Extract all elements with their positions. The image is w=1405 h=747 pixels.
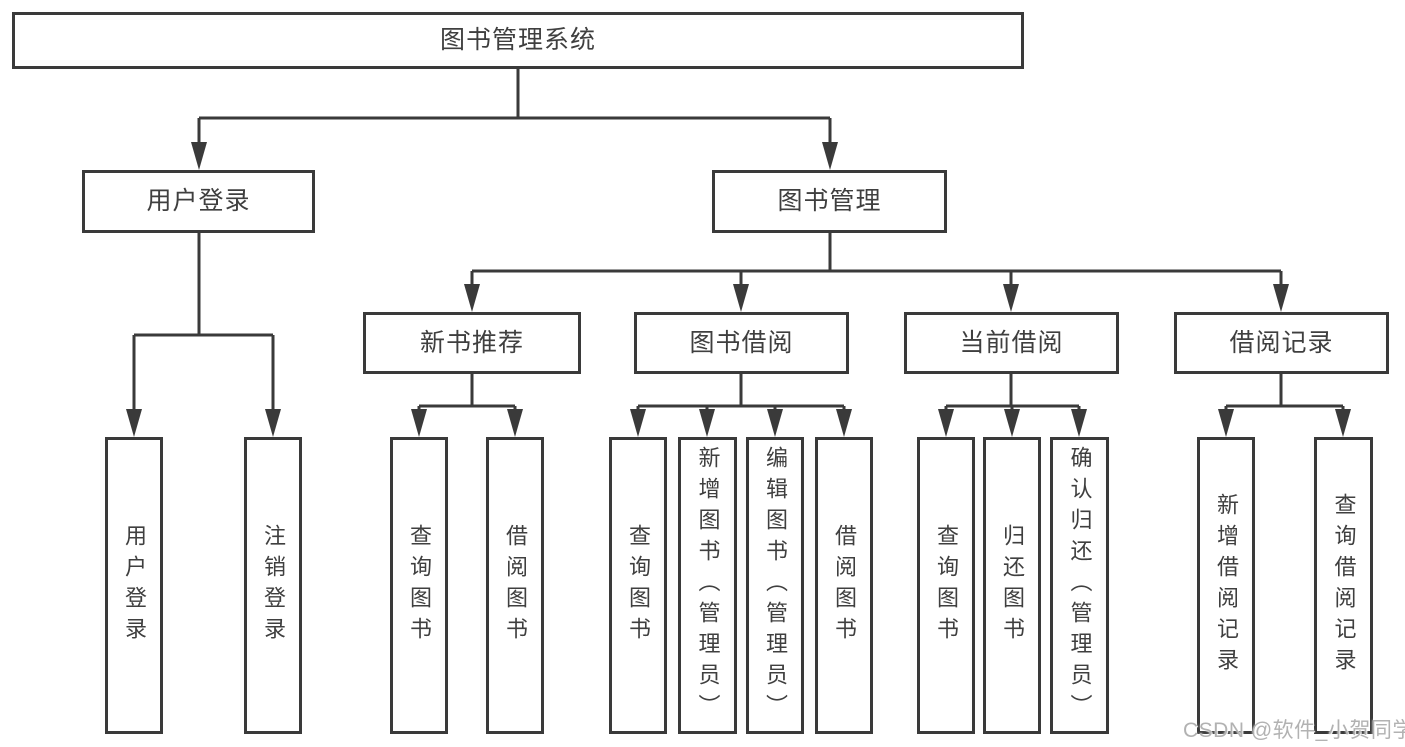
- arrowhead: [1273, 284, 1289, 312]
- arrowhead: [836, 409, 852, 437]
- arrowhead: [1004, 409, 1020, 437]
- connector-book-management-children: [464, 233, 1289, 312]
- leaf-logout: 注销登录: [244, 437, 302, 734]
- arrowhead: [938, 409, 954, 437]
- connector-root-to-level2: [191, 69, 838, 170]
- node-borrow-records: 借阅记录: [1174, 312, 1389, 374]
- connector-borrow-records-children: [1218, 374, 1351, 437]
- leaf-records-query-record: 查询借阅记录: [1314, 437, 1373, 734]
- leaf-records-add-record: 新增借阅记录: [1197, 437, 1255, 734]
- leaf-borrow-edit-book-admin: 编辑图书（管理员）: [746, 437, 804, 734]
- arrowhead: [733, 284, 749, 312]
- node-new-book-recommend: 新书推荐: [363, 312, 581, 374]
- leaf-newbook-borrow-book: 借阅图书: [486, 437, 544, 734]
- arrowhead: [1071, 409, 1087, 437]
- leaf-newbook-query-book: 查询图书: [390, 437, 448, 734]
- arrowhead: [1335, 409, 1351, 437]
- node-book-management: 图书管理: [712, 170, 947, 233]
- leaf-current-return-book: 归还图书: [983, 437, 1041, 734]
- arrowhead: [767, 409, 783, 437]
- arrowhead: [126, 409, 142, 437]
- leaf-borrow-borrow-book: 借阅图书: [815, 437, 873, 734]
- arrowhead: [464, 284, 480, 312]
- leaf-borrow-query-book: 查询图书: [609, 437, 667, 734]
- connector-user-login-children: [126, 233, 281, 437]
- connector-book-borrow-children: [630, 374, 852, 437]
- leaf-current-confirm-return-admin: 确认归还（管理员）: [1050, 437, 1109, 734]
- arrowhead: [265, 409, 281, 437]
- leaf-borrow-add-book-admin: 新增图书（管理员）: [678, 437, 737, 734]
- connector-current-borrow-children: [938, 374, 1087, 437]
- arrowhead: [822, 142, 838, 170]
- arrowhead: [191, 142, 207, 170]
- node-user-login: 用户登录: [82, 170, 315, 233]
- arrowhead: [507, 409, 523, 437]
- connector-new-book-children: [411, 374, 523, 437]
- arrowhead: [1218, 409, 1234, 437]
- arrowhead: [630, 409, 646, 437]
- arrowhead: [411, 409, 427, 437]
- csdn-watermark: CSDN @软件_小贺同学: [1183, 719, 1405, 742]
- arrowhead: [1003, 284, 1019, 312]
- node-library-system-root: 图书管理系统: [12, 12, 1024, 69]
- node-current-borrow: 当前借阅: [904, 312, 1119, 374]
- leaf-current-query-book: 查询图书: [917, 437, 975, 734]
- node-book-borrow: 图书借阅: [634, 312, 849, 374]
- arrowhead: [699, 409, 715, 437]
- leaf-user-login: 用户登录: [105, 437, 163, 734]
